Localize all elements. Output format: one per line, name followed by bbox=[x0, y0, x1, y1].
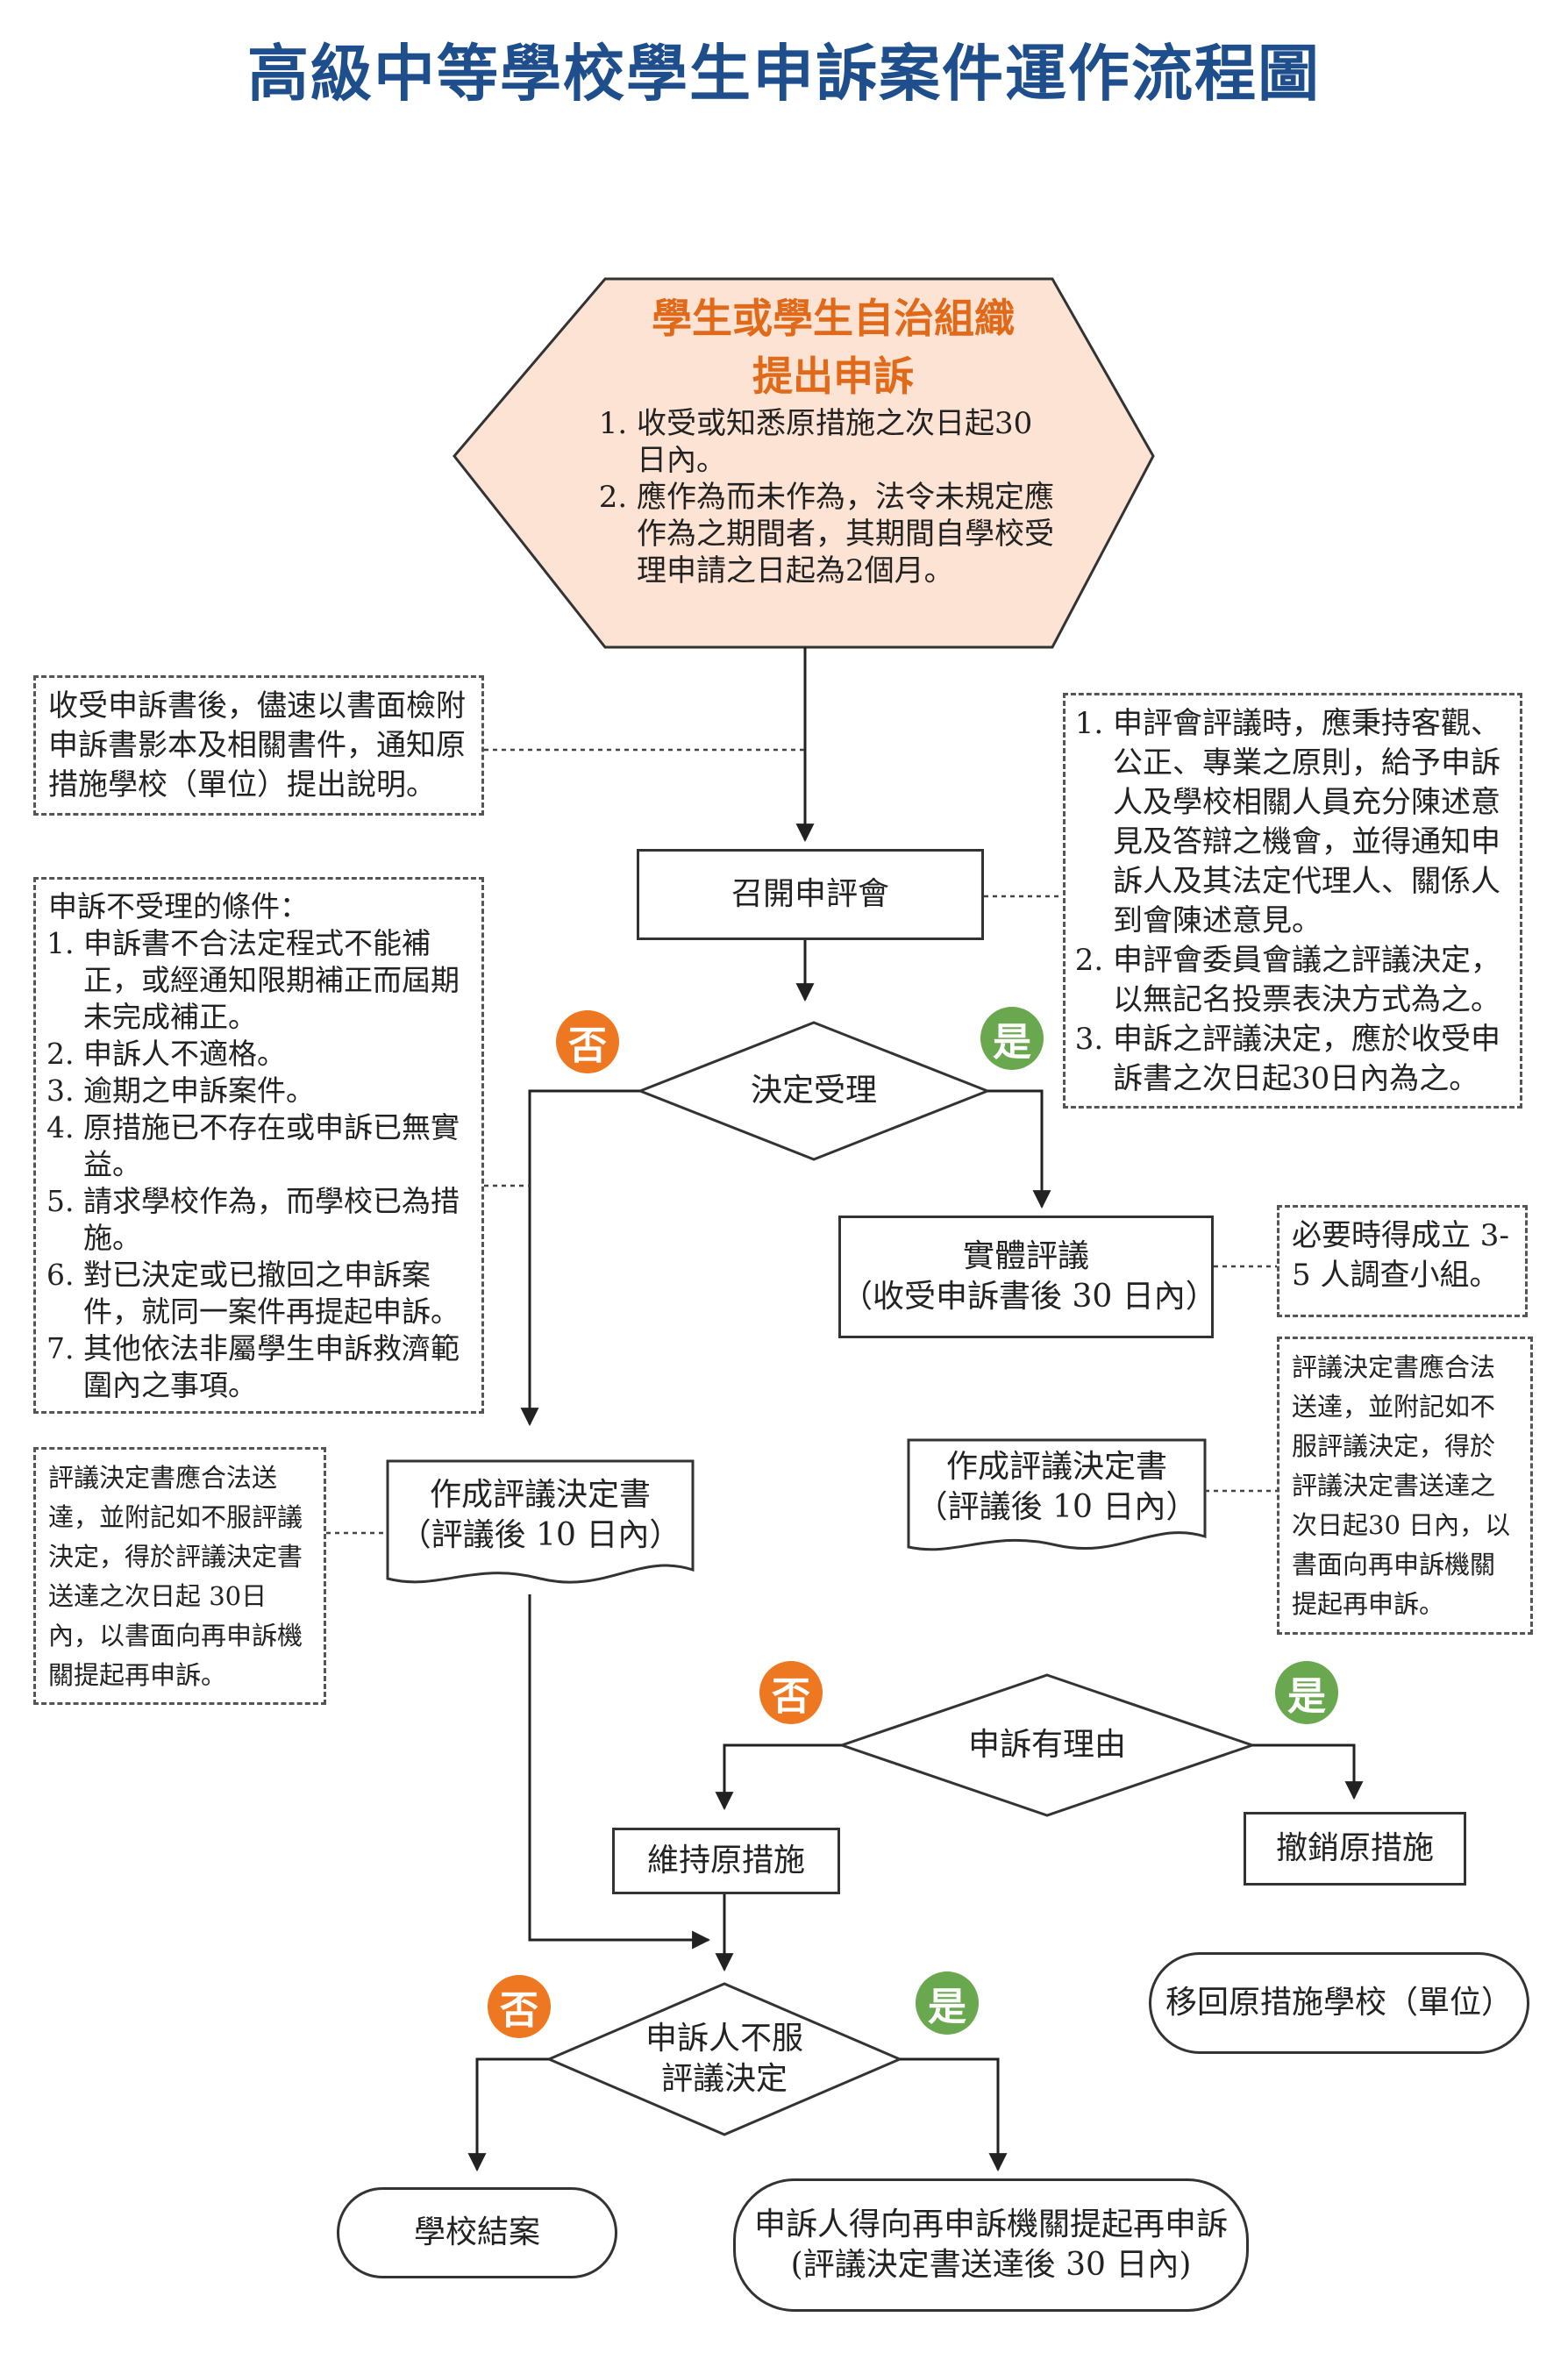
decision-doc-right-shape bbox=[907, 1438, 1207, 1551]
no-badge-accept: 否 bbox=[556, 1010, 619, 1073]
no-badge-disagree: 否 bbox=[488, 1975, 551, 2038]
note-right-delivery: 評議決定書應合法送達，並附記如不服評議決定，得於評議決定書送達之次日起30 日內… bbox=[1277, 1337, 1533, 1635]
start-hexagon bbox=[453, 277, 1155, 649]
start-title: 學生或學生自治組織 提出申訴 bbox=[526, 289, 1140, 405]
decision-doc-right-line1: 作成評議決定書 bbox=[945, 1449, 1167, 1485]
note-review-item: 申評會評議時，應秉持客觀、公正、專業之原則，給予申訴人及學校相關人員充分陳述意見… bbox=[1113, 704, 1507, 941]
note-investigation-group: 必要時得成立 3-5 人調查小組。 bbox=[1277, 1205, 1528, 1317]
decision-disagree-diamond bbox=[545, 1982, 903, 2136]
note-reject-item: 逾期之申訴案件。 bbox=[83, 1073, 469, 1109]
note-right-delivery-text: 評議決定書應合法送達，並附記如不服評議決定，得於評議決定書送達之次日起30 日內… bbox=[1292, 1352, 1511, 1619]
decision-disagree-line1: 申訴人不服 bbox=[645, 2021, 803, 2057]
decision-accept-diamond bbox=[636, 1021, 992, 1161]
note-review-item: 申訴之評議決定，應於收受申訴書之次日起30日內為之。 bbox=[1113, 1020, 1507, 1099]
return-school-pill: 移回原措施學校（單位） bbox=[1149, 1952, 1529, 2054]
decision-accept-label: 決定受理 bbox=[750, 1073, 877, 1109]
substantive-line2: （收受申訴書後 30 日內） bbox=[841, 1279, 1217, 1315]
reappeal-pill: 申訴人得向再申訴機關提起再申訴 (評議決定書送達後 30 日內) bbox=[733, 2178, 1249, 2312]
note-reject-item: 申訴書不合法定程式不能補正，或經通知限期補正而屆期未完成補正。 bbox=[83, 925, 469, 1036]
decision-reason-label: 申訴有理由 bbox=[967, 1727, 1126, 1763]
revoke-measure-box: 撤銷原措施 bbox=[1244, 1812, 1466, 1886]
substantive-review-box: 實體評議 （收受申訴書後 30 日內） bbox=[838, 1216, 1217, 1338]
flow-connectors bbox=[467, 647, 1364, 2172]
decision-doc-right-line2: （評議後 10 日內） bbox=[916, 1489, 1198, 1525]
start-title-line2: 提出申訴 bbox=[752, 353, 914, 400]
reappeal-line2: (評議決定書送達後 30 日內) bbox=[790, 2247, 1192, 2283]
page-title: 高級中等學校學生申訴案件運作流程圖 bbox=[247, 38, 1321, 110]
convene-committee-box: 召開申評會 bbox=[637, 849, 984, 940]
note-left-delivery: 評議決定書應合法送達，並附記如不服評議決定，得於評議決定書送達之次日起 30日內… bbox=[33, 1447, 326, 1705]
note-left-delivery-text: 評議決定書應合法送達，並附記如不服評議決定，得於評議決定書送達之次日起 30日內… bbox=[48, 1463, 303, 1690]
start-condition-item: 應作為而未作為，法令未規定應作為之期間者，其期間自學校受理申請之日起為2個月。 bbox=[637, 479, 1061, 589]
note-reject-item: 原措施已不存在或申訴已無實益。 bbox=[83, 1109, 469, 1183]
decision-reason-diamond bbox=[837, 1673, 1257, 1817]
no-badge-reason: 否 bbox=[759, 1661, 823, 1724]
note-group-text: 必要時得成立 3-5 人調查小組。 bbox=[1292, 1218, 1509, 1293]
note-reject-item: 申訴人不適格。 bbox=[83, 1036, 469, 1073]
reappeal-line1: 申訴人得向再申訴機關提起再申訴 bbox=[753, 2207, 1228, 2242]
decision-disagree-label: 申訴人不服 評議決定 bbox=[614, 2015, 835, 2103]
yes-badge-accept: 是 bbox=[980, 1007, 1044, 1070]
decision-doc-left-line1: 作成評議決定書 bbox=[429, 1477, 651, 1513]
note-notify-text: 收受申訴書後，儘速以書面檢附申訴書影本及相關書件，通知原措施學校（單位）提出說明… bbox=[48, 688, 466, 802]
note-reject-conditions: 申訴不受理的條件： 申訴書不合法定程式不能補正，或經通知限期補正而屆期未完成補正… bbox=[33, 877, 484, 1414]
note-reject-item: 對已決定或已撤回之申訴案件，就同一案件再提起申訴。 bbox=[83, 1257, 469, 1330]
decision-disagree-line2: 評議決定 bbox=[660, 2061, 788, 2097]
note-notify-school: 收受申訴書後，儘速以書面檢附申訴書影本及相關書件，通知原措施學校（單位）提出說明… bbox=[33, 675, 484, 816]
note-connectors bbox=[326, 748, 1277, 1535]
decision-doc-left-shape bbox=[386, 1459, 695, 1584]
decision-doc-right: 作成評議決定書 （評議後 10 日內） bbox=[909, 1442, 1205, 1533]
note-review-principles: 申評會評議時，應秉持客觀、公正、專業之原則，給予申訴人及學校相關人員充分陳述意見… bbox=[1063, 693, 1522, 1109]
note-reject-item: 請求學校作為，而學校已為措施。 bbox=[83, 1183, 469, 1257]
school-close-pill: 學校結案 bbox=[337, 2187, 617, 2278]
note-reject-item: 其他依法非屬學生申訴救濟範圍內之事項。 bbox=[83, 1330, 469, 1404]
start-conditions: 收受或知悉原措施之次日起30日內。 應作為而未作為，法令未規定應作為之期間者，其… bbox=[605, 405, 1061, 589]
yes-badge-reason: 是 bbox=[1275, 1661, 1338, 1724]
start-title-line1: 學生或學生自治組織 bbox=[652, 295, 1015, 342]
note-reject-heading: 申訴不受理的條件： bbox=[48, 889, 309, 923]
decision-doc-left-line2: （評議後 10 日內） bbox=[399, 1517, 681, 1553]
yes-badge-disagree: 是 bbox=[916, 1971, 979, 2035]
note-review-item: 申評會委員會議之評議決定，以無記名投票表決方式為之。 bbox=[1113, 941, 1507, 1020]
start-condition-item: 收受或知悉原措施之次日起30日內。 bbox=[637, 405, 1061, 479]
convene-label: 召開申評會 bbox=[731, 876, 889, 912]
decision-doc-left: 作成評議決定書 （評議後 10 日內） bbox=[388, 1463, 693, 1568]
substantive-line1: 實體評議 bbox=[962, 1238, 1089, 1274]
maintain-measure-box: 維持原措施 bbox=[612, 1828, 840, 1894]
